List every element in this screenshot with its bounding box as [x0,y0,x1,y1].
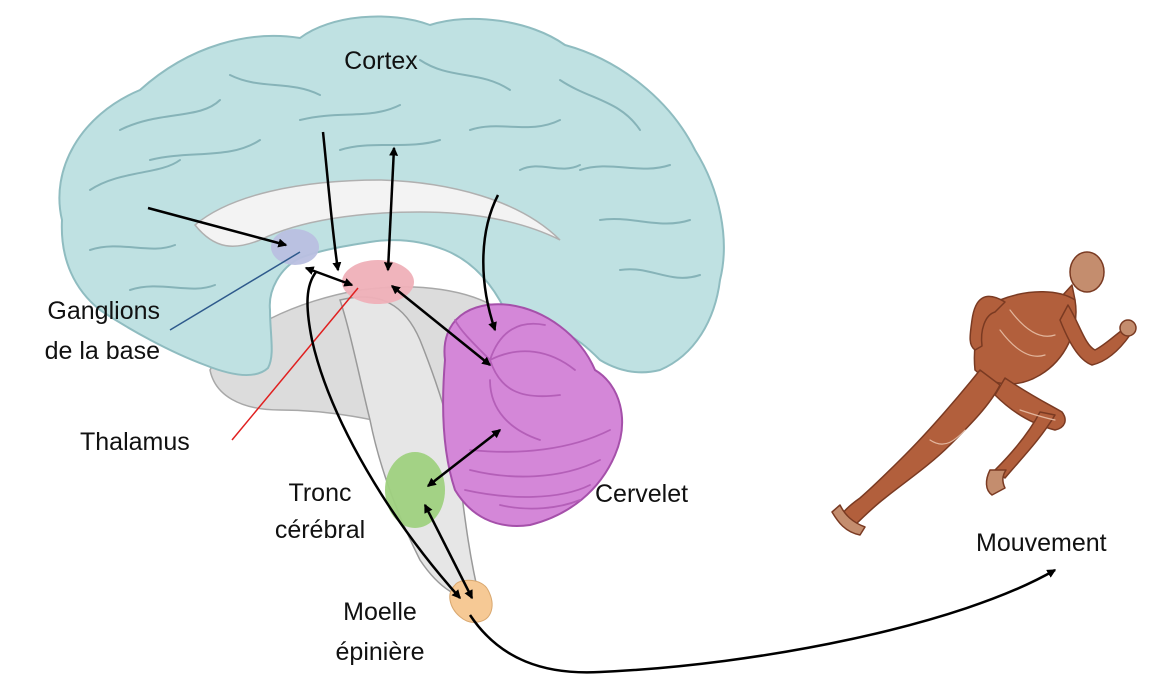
thalamus [342,260,414,304]
spinal-cord-label-line1: Moelle [310,597,450,627]
running-figure-icon [832,252,1136,535]
thalamus-label: Thalamus [80,427,190,457]
brainstem [385,452,445,528]
cerebellum-label: Cervelet [595,479,688,509]
cortex-label: Cortex [320,46,442,76]
movement-label: Mouvement [976,528,1107,558]
spinal-cord-label-line2: épinière [310,637,450,667]
basal-ganglia-label-line2: de la base [0,336,160,366]
basal-ganglia-label-line1: Ganglions [0,296,160,326]
brainstem-label-line1: Tronc [250,478,390,508]
brainstem-label-line2: cérébral [250,515,390,545]
basal-ganglia [271,229,319,265]
arrow-spinal-cord-to-movement [470,570,1055,672]
